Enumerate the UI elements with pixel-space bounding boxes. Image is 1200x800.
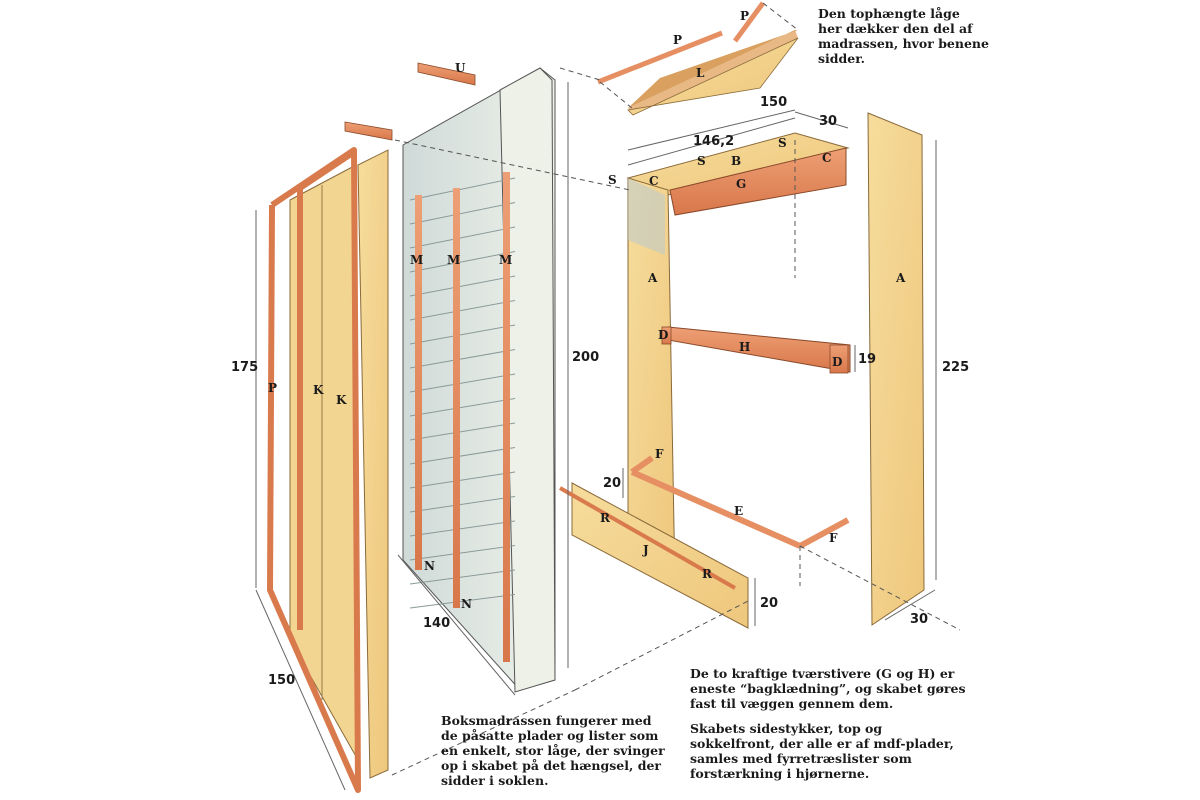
cabinet xyxy=(559,112,925,629)
label-l: L xyxy=(696,66,705,80)
label-a-left: A xyxy=(647,271,658,285)
base-end-f-back xyxy=(630,455,654,475)
mattress-slat-line xyxy=(409,373,516,393)
label-s-mid: S xyxy=(697,154,706,168)
top-flap xyxy=(597,1,799,116)
label-m3: M xyxy=(499,253,512,267)
mattress-slat-line xyxy=(409,520,516,537)
mid-brace-h xyxy=(667,326,851,373)
label-n1: N xyxy=(424,559,435,573)
flap-strip-p2 xyxy=(732,1,766,43)
label-d-left: D xyxy=(658,328,668,342)
dim-door-width: 150 xyxy=(268,673,295,688)
slat-m2 xyxy=(453,188,460,608)
mattress-slat-line xyxy=(409,300,516,321)
label-r1: R xyxy=(600,511,611,525)
note-braces: De to kraftige tværstivere (G og H) er e… xyxy=(690,666,966,711)
dim-plinth-height-front: 20 xyxy=(760,596,778,611)
dim-mattress-height: 200 xyxy=(572,350,599,365)
label-b: B xyxy=(731,154,741,168)
mattress-slat-line xyxy=(409,226,516,249)
label-h: H xyxy=(739,340,750,354)
door-assembly xyxy=(267,147,389,793)
dim-cabinet-depth-top: 30 xyxy=(819,114,837,129)
label-c-left: C xyxy=(649,174,659,188)
mattress-slat-line xyxy=(409,275,516,297)
label-r2: R xyxy=(702,567,713,581)
mattress-slat-line xyxy=(409,496,516,513)
mattress-slat-line xyxy=(409,545,516,561)
slat-m3 xyxy=(503,172,510,662)
door-back-panel xyxy=(357,149,389,779)
plinth-strip-r xyxy=(559,486,736,590)
label-d-right: D xyxy=(832,355,842,369)
label-p-strip2: P xyxy=(740,9,749,23)
batten-small xyxy=(344,121,393,141)
dim-cabinet-height: 225 xyxy=(942,360,969,375)
mattress-slat-line xyxy=(409,324,516,345)
label-u: U xyxy=(455,61,466,75)
label-p-strip1: P xyxy=(673,33,682,47)
label-g: G xyxy=(736,177,746,191)
mattress-slat-line xyxy=(409,422,516,441)
label-e: E xyxy=(734,504,743,518)
mattress-slat-line xyxy=(409,177,516,201)
mattress-slat-line xyxy=(409,349,516,369)
mattress-slat-line xyxy=(409,569,516,585)
dim-mattress-width: 140 xyxy=(423,616,450,631)
flap-panel-l xyxy=(628,30,798,115)
mattress-slat-line xyxy=(409,471,516,489)
dimension-lines xyxy=(255,82,937,791)
label-c-right: C xyxy=(822,151,832,165)
right-side-panel xyxy=(867,112,925,626)
dim-door-height: 175 xyxy=(231,360,258,375)
label-j: J xyxy=(642,543,649,557)
top-brace-g xyxy=(669,147,847,216)
label-f-back: F xyxy=(655,447,664,461)
dim-cabinet-outer-width: 150 xyxy=(760,95,787,110)
note-top-flap: Den tophængte låge her dækker den del af… xyxy=(818,6,989,66)
label-k2: K xyxy=(336,393,347,407)
mattress-slat-line xyxy=(409,251,516,273)
label-s-right: S xyxy=(778,136,787,150)
batten-u xyxy=(417,62,476,86)
construction-lines xyxy=(391,2,961,776)
label-m2: M xyxy=(447,253,460,267)
label-f-front: F xyxy=(829,531,838,545)
dim-brace-height: 19 xyxy=(858,352,876,367)
battens xyxy=(344,62,476,141)
box-mattress xyxy=(402,67,556,693)
slat-m1 xyxy=(415,195,422,570)
block-d-left xyxy=(661,326,672,345)
mattress-slat-line xyxy=(409,202,516,225)
label-p-frame: P xyxy=(268,381,277,395)
mattress-slat-line xyxy=(409,594,516,609)
label-k1: K xyxy=(313,383,324,397)
dim-cabinet-inner-width: 146,2 xyxy=(693,134,734,149)
label-m1: M xyxy=(410,253,423,267)
label-n2: N xyxy=(461,597,472,611)
mattress-slat-line xyxy=(409,447,516,465)
dimension-labels: 175 150 200 140 150 146,2 30 225 30 19 2… xyxy=(231,95,969,688)
dim-plinth-height-back: 20 xyxy=(603,476,621,491)
base-end-f-front xyxy=(798,517,850,549)
part-labels: P P L U P K K M M M N N S S S B G C C A … xyxy=(268,9,906,611)
label-s-left: S xyxy=(608,173,617,187)
flap-strip-p1 xyxy=(597,30,723,85)
mattress-slat-line xyxy=(409,398,516,417)
label-a-right: A xyxy=(895,271,906,285)
dim-cabinet-depth-bottom: 30 xyxy=(910,612,928,627)
base-rail-e xyxy=(630,469,802,549)
note-materials: Skabets sidestykker, top og sokkelfront,… xyxy=(690,721,954,781)
block-d-right xyxy=(829,344,849,374)
note-mattress-door: Boksmadrassen fungerer med de påsatte pl… xyxy=(441,713,665,788)
